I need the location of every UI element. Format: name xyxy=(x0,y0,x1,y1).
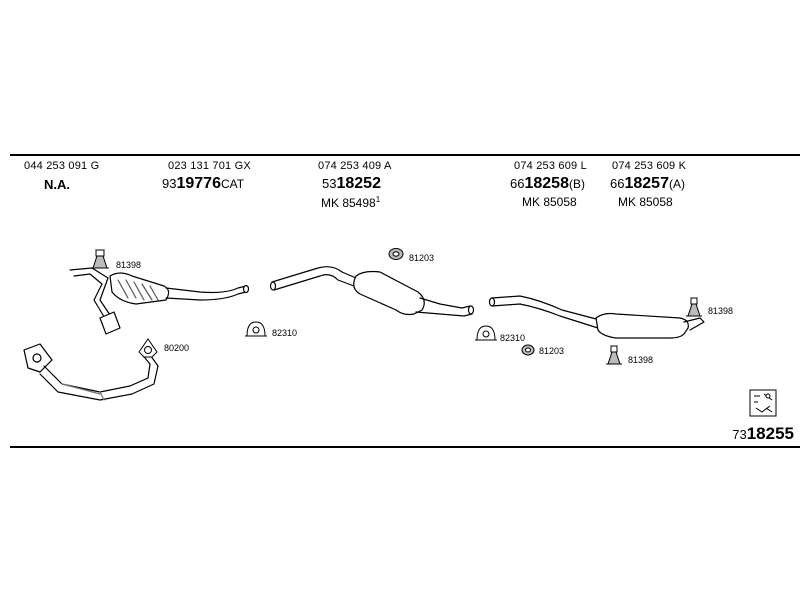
label-clamp-front: 82310 xyxy=(272,328,297,338)
top-rule xyxy=(10,154,800,156)
part-core: 19776 xyxy=(176,175,221,192)
oem-number-3: 074 253 409 A xyxy=(318,160,392,172)
oem-number-2: 023 131 701 GX xyxy=(168,160,251,172)
label-clamp-rear: 82310 xyxy=(500,333,525,343)
rubber-ring-icon xyxy=(388,248,404,260)
kit-number: 7318255 xyxy=(732,424,794,444)
clamp-icon xyxy=(245,321,267,337)
label-ring-mid: 81203 xyxy=(409,253,434,263)
part-number-3: 5318252 xyxy=(322,175,381,193)
mounting-kit-icon xyxy=(749,389,777,417)
mk-number-5: MK 85058 xyxy=(618,195,673,209)
part-prefix: 53 xyxy=(322,176,337,191)
part-suffix: (A) xyxy=(668,177,685,191)
bottom-rule xyxy=(10,446,800,448)
part-core: 18257 xyxy=(624,175,669,192)
oem-number-5: 074 253 609 K xyxy=(612,160,687,172)
oem-number-4: 074 253 609 L xyxy=(514,160,587,172)
front-pipe-catalyst xyxy=(69,267,250,335)
label-gasket: 80200 xyxy=(164,343,189,353)
part-suffix: CAT xyxy=(220,177,245,191)
label-hanger-rear-bottom: 81398 xyxy=(628,355,653,365)
part-prefix: 66 xyxy=(510,176,525,191)
gasket-icon xyxy=(138,338,158,358)
label-ring-rear: 81203 xyxy=(539,346,564,356)
part-number-2: 9319776CAT xyxy=(162,175,244,193)
rubber-hanger-icon xyxy=(606,345,622,365)
kit-prefix: 73 xyxy=(732,427,747,442)
oem-number-1: 044 253 091 G xyxy=(24,160,100,172)
part-prefix: 93 xyxy=(162,176,177,191)
part-prefix: 66 xyxy=(610,176,625,191)
clamp-icon xyxy=(475,325,497,341)
na-label: N.A. xyxy=(44,177,70,192)
part-core: 18252 xyxy=(336,175,381,192)
rubber-ring-icon xyxy=(521,344,535,356)
part-suffix: (B) xyxy=(568,177,585,191)
middle-muffler-section xyxy=(269,266,475,317)
rubber-hanger-icon xyxy=(91,249,109,269)
kit-core: 18255 xyxy=(746,424,794,443)
rear-silencer-section xyxy=(488,295,705,339)
label-hanger-rear-top: 81398 xyxy=(708,306,733,316)
rubber-hanger-icon xyxy=(686,297,702,317)
down-pipe xyxy=(23,343,159,401)
mk-footnote: 1 xyxy=(375,195,381,204)
part-number-4: 6618258(B) xyxy=(510,175,585,193)
mk-number-4: MK 85058 xyxy=(522,195,577,209)
part-number-5: 6618257(A) xyxy=(610,175,685,193)
label-hanger-front: 81398 xyxy=(116,260,141,270)
mk-text: MK 85498 xyxy=(321,196,376,210)
part-core: 18258 xyxy=(524,175,569,192)
mk-number-3: MK 854981 xyxy=(321,195,380,210)
